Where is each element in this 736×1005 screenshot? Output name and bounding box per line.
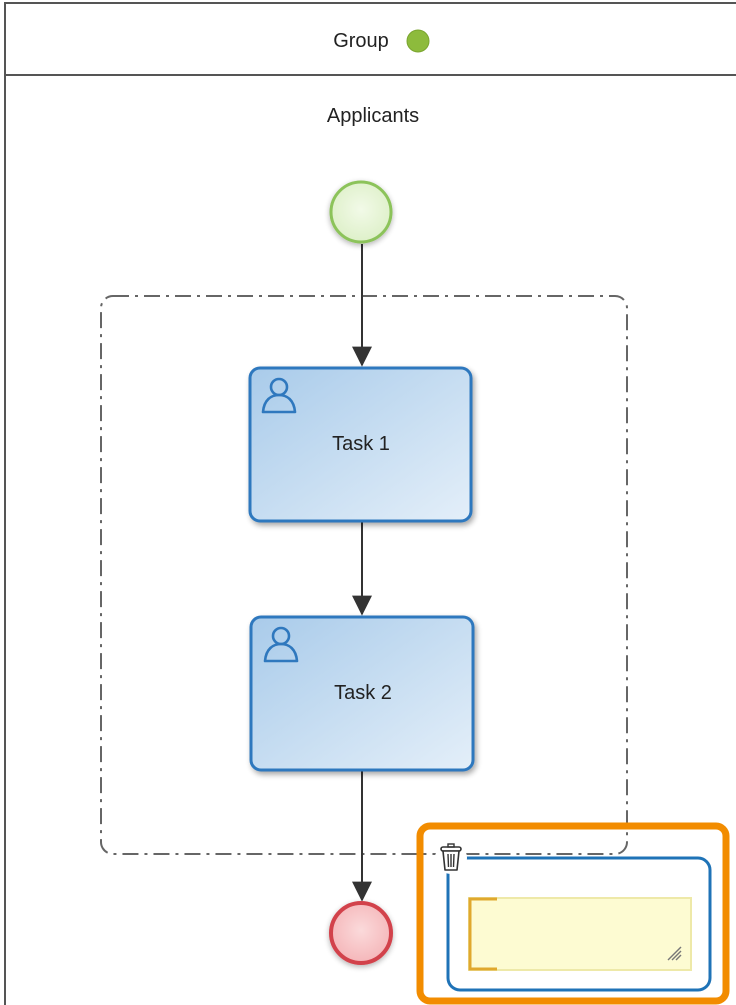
pool-header[interactable]: [4, 2, 736, 76]
user-icon: [261, 377, 297, 414]
selection-highlight: [416, 822, 730, 1005]
selected-annotation[interactable]: [416, 822, 730, 1005]
task-2[interactable]: Task 2: [249, 615, 475, 772]
task-1[interactable]: Task 1: [248, 366, 473, 523]
task-label: Task 2: [334, 682, 392, 704]
trash-icon[interactable]: [435, 842, 467, 874]
group-box[interactable]: [100, 295, 628, 855]
resize-grip-icon[interactable]: [667, 946, 682, 961]
start-event[interactable]: [329, 180, 393, 244]
pool[interactable]: Group Applicants: [4, 2, 736, 1005]
end-event[interactable]: [329, 901, 393, 965]
task-box[interactable]: [249, 615, 475, 772]
task-box[interactable]: [248, 366, 473, 523]
user-icon: [263, 626, 299, 663]
annotation-text-field[interactable]: [468, 897, 692, 971]
task-label: Task 1: [332, 433, 390, 455]
status-indicator-icon: [406, 29, 430, 53]
lane-label: Applicants: [327, 105, 419, 127]
pool-header-label: Group: [333, 30, 389, 52]
annotation-bracket: [468, 897, 497, 971]
